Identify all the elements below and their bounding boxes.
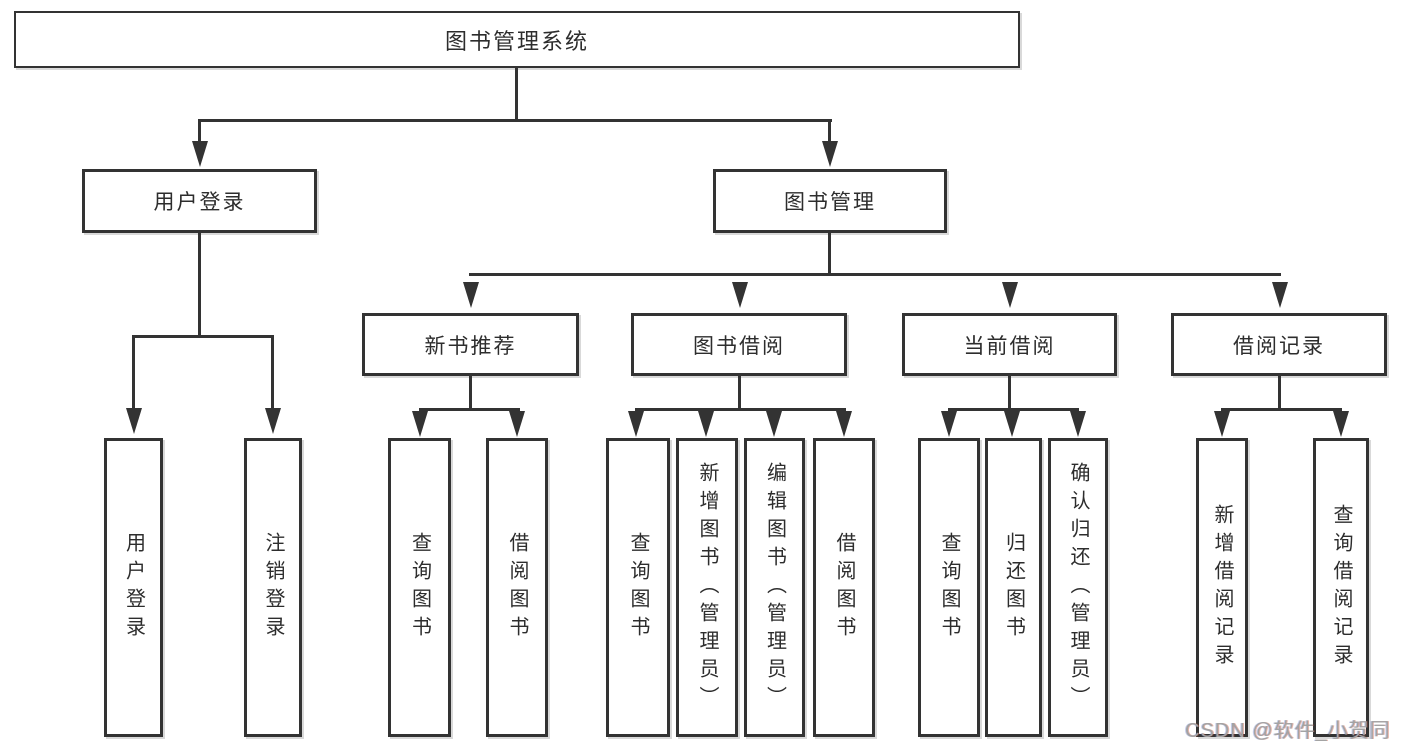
node-borrow-records: 借阅记录 (1171, 313, 1387, 376)
arrow-down-icon (941, 411, 957, 437)
connector-line (271, 338, 274, 409)
connector-line (635, 408, 846, 411)
arrow-down-icon (265, 408, 281, 434)
leaf-add-books-admin: 新增图书（管理员） (676, 438, 738, 737)
connector-line (828, 122, 831, 142)
connector-line (132, 335, 274, 338)
connector-line (1008, 376, 1011, 411)
arrow-down-icon (1002, 282, 1018, 308)
connector-line (948, 408, 1079, 411)
connector-line (198, 122, 201, 142)
arrow-down-icon (698, 411, 714, 437)
arrow-down-icon (1214, 411, 1230, 437)
arrow-down-icon (1004, 411, 1020, 437)
connector-line (198, 119, 832, 122)
node-book-borrow: 图书借阅 (631, 313, 847, 376)
connector-line (198, 233, 201, 337)
leaf-query-books-current: 查询图书 (918, 438, 980, 737)
arrow-down-icon (836, 411, 852, 437)
node-library-management-system: 图书管理系统 (14, 11, 1020, 68)
arrow-down-icon (412, 411, 428, 437)
connector-line (419, 408, 520, 411)
leaf-query-books-borrow: 查询图书 (606, 438, 670, 737)
leaf-user-login: 用户登录 (104, 438, 163, 737)
arrow-down-icon (1272, 282, 1288, 308)
arrow-down-icon (1070, 411, 1086, 437)
connector-line (469, 376, 472, 411)
node-book-management: 图书管理 (713, 169, 947, 233)
arrow-down-icon (192, 141, 208, 167)
arrow-down-icon (732, 282, 748, 308)
connector-line (1278, 376, 1281, 411)
connector-line (738, 376, 741, 411)
leaf-borrow-books-recommend: 借阅图书 (486, 438, 548, 737)
arrow-down-icon (509, 411, 525, 437)
node-current-borrow: 当前借阅 (902, 313, 1117, 376)
leaf-edit-books-admin: 编辑图书（管理员） (744, 438, 805, 737)
connector-line (515, 68, 518, 119)
arrow-down-icon (463, 282, 479, 308)
leaf-return-books: 归还图书 (985, 438, 1042, 737)
node-new-book-recommend: 新书推荐 (362, 313, 579, 376)
leaf-confirm-return-admin: 确认归还（管理员） (1048, 438, 1108, 737)
leaf-query-borrow-record: 查询借阅记录 (1313, 438, 1369, 737)
arrow-down-icon (126, 408, 142, 434)
arrow-down-icon (1333, 411, 1349, 437)
node-user-login: 用户登录 (82, 169, 317, 233)
connector-line (1221, 408, 1342, 411)
connector-line (828, 233, 831, 276)
connector-line (469, 273, 1281, 276)
arrow-down-icon (822, 141, 838, 167)
leaf-borrow-books: 借阅图书 (813, 438, 875, 737)
arrow-down-icon (628, 411, 644, 437)
leaf-add-borrow-record: 新增借阅记录 (1196, 438, 1248, 737)
connector-line (132, 338, 135, 409)
watermark-text: CSDN @软件_小贺同学 (1185, 720, 1391, 742)
leaf-query-books-recommend: 查询图书 (388, 438, 451, 737)
arrow-down-icon (766, 411, 782, 437)
leaf-logout: 注销登录 (244, 438, 302, 737)
